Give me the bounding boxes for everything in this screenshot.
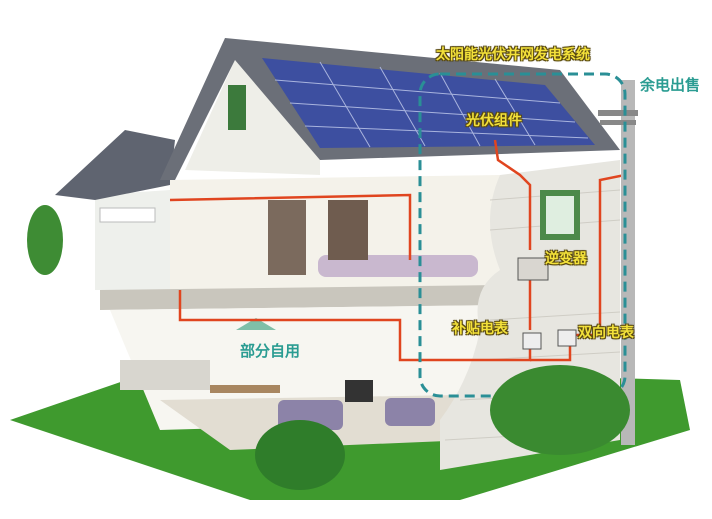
shrub-right	[490, 365, 630, 455]
armchair	[385, 398, 435, 426]
pv-module-label: 光伏组件	[466, 113, 522, 129]
gable-wall	[185, 60, 320, 175]
side-wing-wall	[95, 190, 170, 290]
floor-slab	[100, 285, 510, 310]
gable-vent	[228, 85, 246, 130]
tv	[345, 380, 373, 402]
system-boundary	[418, 72, 627, 398]
dining-table	[210, 385, 280, 393]
bed	[318, 255, 478, 277]
solar-panels	[262, 58, 595, 148]
inverter-label: 逆变器	[545, 251, 587, 267]
tree-left	[27, 205, 63, 275]
bidirectional-meter-label: 双向电表	[578, 325, 634, 341]
subsidy-meter-label: 补贴电表	[452, 321, 508, 337]
sell-surplus-label: 余电出售	[640, 76, 701, 94]
self-use-label: 部分自用	[240, 342, 301, 360]
side-wing-roof	[55, 130, 175, 200]
shrub-left	[255, 420, 345, 490]
inverter-box	[517, 257, 549, 281]
bidirectional-meter-box	[557, 329, 577, 347]
wardrobe	[328, 200, 368, 260]
door-upper	[268, 200, 306, 275]
utility-pole	[621, 80, 635, 445]
ceiling-lamp	[236, 318, 276, 330]
system-title-label: 太阳能光伏并网发电系统	[436, 47, 590, 63]
kitchen-counter	[120, 360, 210, 390]
pole-crossarm	[598, 110, 638, 116]
air-conditioner	[99, 207, 156, 223]
subsidy-meter-box	[522, 332, 542, 350]
